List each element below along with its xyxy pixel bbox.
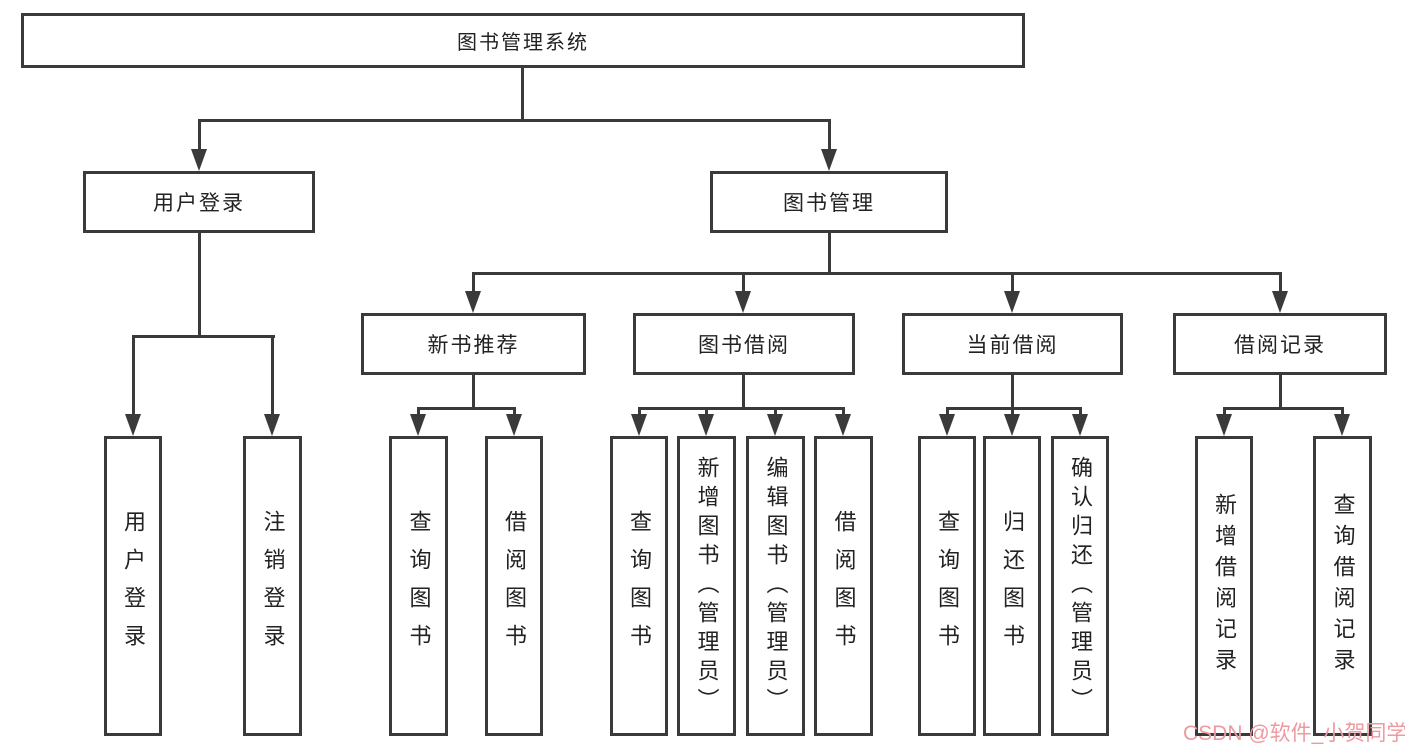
leaf-query-books-current: 查询图书 (918, 436, 976, 736)
arrow-down-icon (410, 414, 426, 436)
arrow-down-icon (1216, 414, 1232, 436)
connector-line (842, 407, 845, 417)
arrow-down-icon (835, 414, 851, 436)
arrow-down-icon (821, 149, 837, 171)
leaf-edit-books-admin-label: 编辑图书（管理员） (763, 455, 789, 717)
node-book-borrowing-label: 图书借阅 (698, 334, 790, 357)
node-library-system-label: 图书管理系统 (457, 32, 589, 54)
leaf-edit-books-admin: 编辑图书（管理员） (746, 436, 805, 736)
arrow-down-icon (1004, 291, 1020, 313)
connector-line (472, 375, 475, 409)
leaf-confirm-return-admin: 确认归还（管理员） (1051, 436, 1109, 736)
connector-line (742, 272, 745, 293)
watermark-text: CSDN @软件_小贺同学 (1183, 722, 1405, 745)
connector-line (774, 407, 777, 417)
connector-line (946, 407, 1082, 410)
arrow-down-icon (191, 149, 207, 171)
node-user-login: 用户登录 (83, 171, 315, 233)
connector-line (705, 407, 708, 417)
leaf-return-books-label: 归还图书 (1000, 510, 1025, 662)
leaf-logout-label: 注销登录 (260, 510, 286, 662)
connector-line (271, 335, 274, 416)
leaf-user-login-label: 用户登录 (121, 510, 146, 662)
arrow-down-icon (1272, 291, 1288, 313)
leaf-confirm-return-admin-label: 确认归还（管理员） (1068, 455, 1093, 717)
connector-line (1011, 407, 1014, 417)
connector-line (638, 407, 845, 410)
leaf-user-login: 用户登录 (104, 436, 162, 736)
arrow-down-icon (767, 414, 783, 436)
arrow-down-icon (506, 414, 522, 436)
node-current-borrowing-label: 当前借阅 (966, 334, 1059, 357)
connector-line (132, 335, 135, 416)
connector-line (946, 407, 949, 417)
leaf-query-borrow-record-label: 查询借阅记录 (1330, 493, 1356, 679)
connector-line (1341, 407, 1344, 417)
node-user-login-label: 用户登录 (153, 192, 245, 215)
connector-line (742, 375, 745, 409)
node-new-book-recommend-label: 新书推荐 (427, 334, 520, 357)
arrow-down-icon (264, 414, 280, 436)
connector-line (513, 407, 516, 417)
connector-line (1279, 375, 1282, 409)
connector-line (638, 407, 641, 417)
arrow-down-icon (1004, 414, 1020, 436)
arrow-down-icon (939, 414, 955, 436)
node-library-system: 图书管理系统 (21, 13, 1025, 68)
connector-line (828, 119, 831, 151)
node-borrowing-records: 借阅记录 (1173, 313, 1387, 375)
connector-line (198, 119, 201, 151)
leaf-query-books-borrowing: 查询图书 (610, 436, 668, 736)
leaf-borrow-books-recommend-label: 借阅图书 (502, 510, 527, 662)
leaf-add-books-admin: 新增图书（管理员） (677, 436, 736, 736)
leaf-logout: 注销登录 (243, 436, 302, 736)
connector-line (417, 407, 516, 410)
connector-line (472, 272, 475, 293)
connector-line (1223, 407, 1226, 417)
node-book-management-label: 图书管理 (783, 192, 875, 215)
node-book-management: 图书管理 (710, 171, 948, 233)
leaf-add-borrow-record: 新增借阅记录 (1195, 436, 1253, 736)
leaf-borrow-books-recommend: 借阅图书 (485, 436, 543, 736)
connector-line (1011, 272, 1014, 293)
connector-line (132, 335, 275, 338)
leaf-query-books-current-label: 查询图书 (935, 510, 960, 662)
arrow-down-icon (465, 291, 481, 313)
connector-line (1223, 407, 1343, 410)
arrow-down-icon (1334, 414, 1350, 436)
connector-line (198, 233, 201, 337)
leaf-query-books-borrowing-label: 查询图书 (627, 510, 652, 662)
connector-line (198, 119, 831, 122)
node-new-book-recommend: 新书推荐 (361, 313, 586, 375)
leaf-return-books: 归还图书 (983, 436, 1041, 736)
connector-line (1011, 375, 1014, 409)
connector-line (1279, 272, 1282, 293)
leaf-query-borrow-record: 查询借阅记录 (1313, 436, 1372, 736)
leaf-query-books-recommend: 查询图书 (389, 436, 448, 736)
node-borrowing-records-label: 借阅记录 (1234, 334, 1326, 357)
connector-line (1079, 407, 1082, 417)
leaf-borrow-books-borrowing-label: 借阅图书 (831, 510, 857, 662)
connector-line (417, 407, 420, 417)
arrow-down-icon (698, 414, 714, 436)
leaf-add-borrow-record-label: 新增借阅记录 (1212, 493, 1237, 679)
node-current-borrowing: 当前借阅 (902, 313, 1123, 375)
leaf-borrow-books-borrowing: 借阅图书 (814, 436, 873, 736)
connector-line (828, 233, 831, 274)
connector-line (472, 272, 1282, 275)
node-book-borrowing: 图书借阅 (633, 313, 855, 375)
arrow-down-icon (1072, 414, 1088, 436)
arrow-down-icon (735, 291, 751, 313)
leaf-add-books-admin-label: 新增图书（管理员） (694, 455, 720, 717)
leaf-query-books-recommend-label: 查询图书 (406, 510, 432, 662)
arrow-down-icon (125, 414, 141, 436)
connector-line (521, 68, 524, 120)
arrow-down-icon (631, 414, 647, 436)
